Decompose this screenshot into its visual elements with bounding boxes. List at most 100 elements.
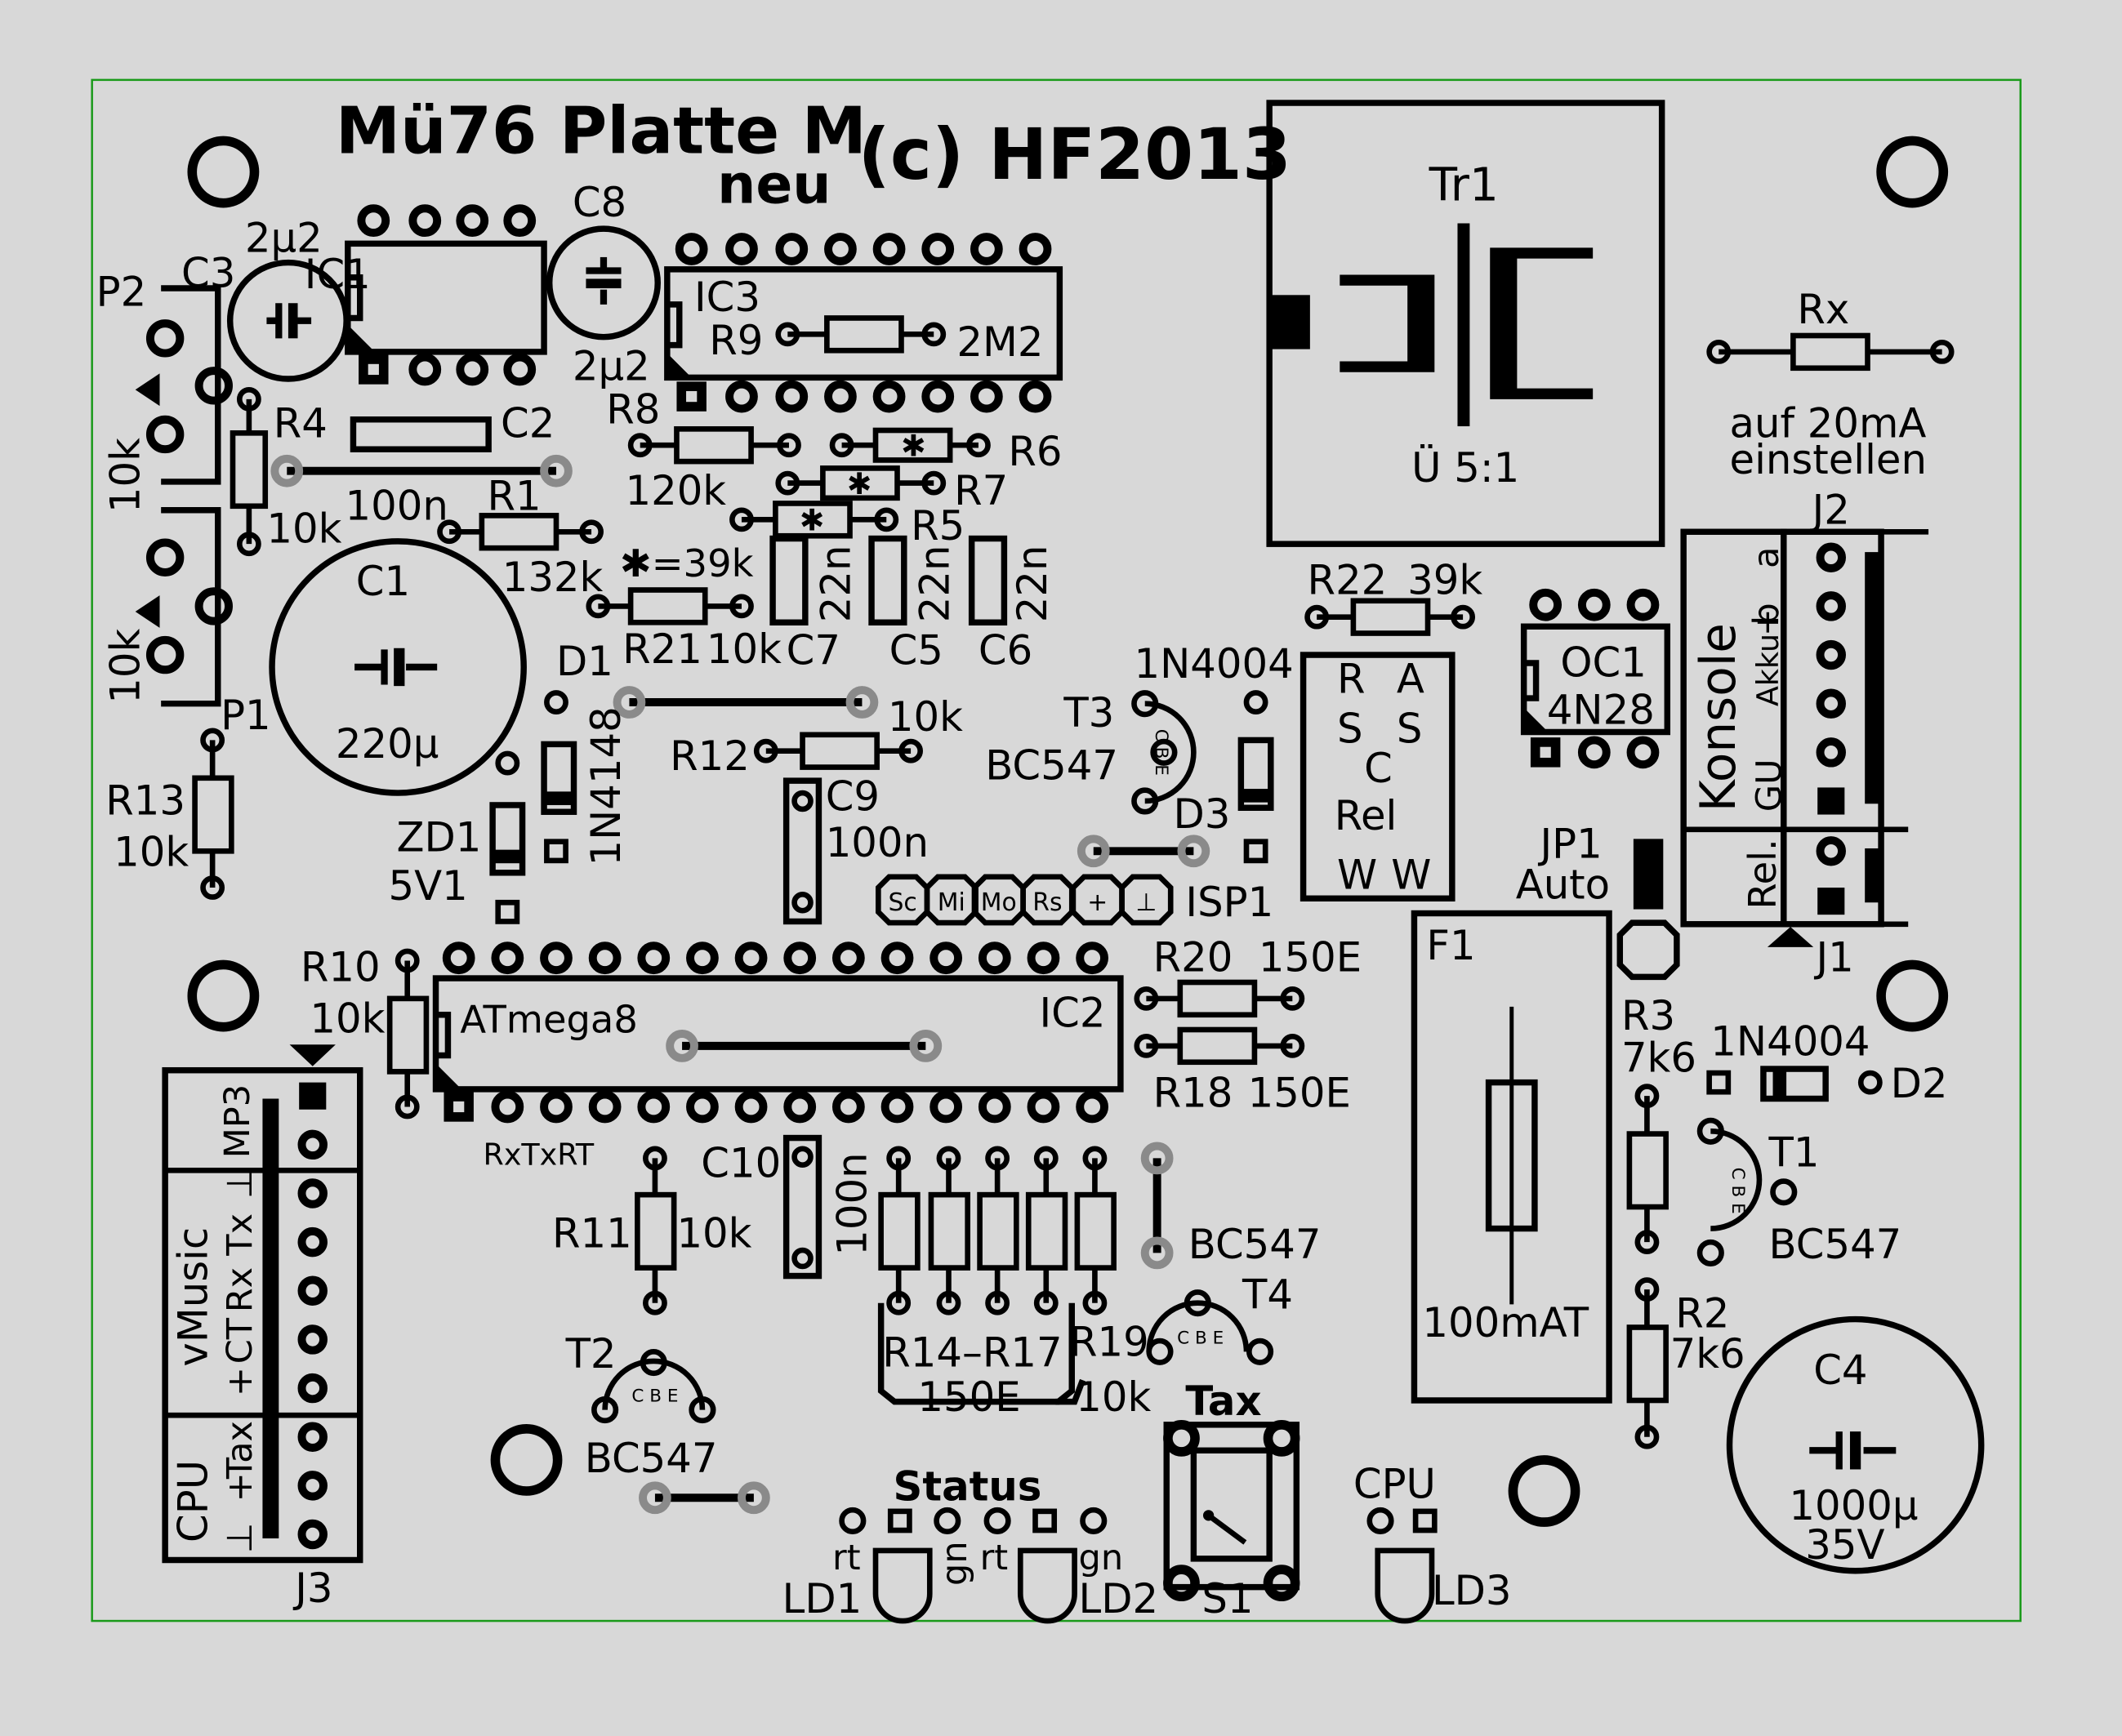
silk-label: 22n: [813, 545, 860, 623]
silk-label: LD2: [1079, 1575, 1159, 1622]
silk-label: C7: [787, 627, 840, 674]
connector-j3: [162, 1044, 363, 1564]
silk-label: +: [1749, 609, 1786, 636]
silk-label: P1: [221, 692, 271, 739]
t3-pins: C B E: [1151, 729, 1171, 776]
silk-label: 100mAT: [1422, 1299, 1589, 1347]
silk-label: IC2: [1039, 990, 1105, 1037]
silk-label: 2μ2: [573, 343, 650, 390]
silk-label: R22: [1308, 556, 1388, 603]
silk-label: 220μ: [336, 720, 439, 768]
silk-label: 120k: [625, 467, 726, 514]
silk-label: C: [1364, 745, 1393, 792]
silk-label: R: [1337, 655, 1366, 702]
silk-label: GU: [1749, 759, 1790, 812]
electrolytic-capacitors: [226, 225, 1985, 1574]
resistor-marks: ✱✱✱: [800, 428, 926, 537]
silk-label: BC547: [985, 741, 1118, 789]
silk-label: 39k: [1407, 556, 1482, 603]
silk-label: 2M2: [956, 318, 1043, 366]
board-subtitle: neu: [717, 153, 831, 216]
silk-label: 10k: [888, 693, 963, 741]
silk-label: ZD1: [396, 813, 481, 861]
isp-pin: [876, 874, 930, 926]
silk-label: CPU: [1353, 1460, 1436, 1507]
silk-label: J2: [1810, 486, 1850, 533]
silk-label: CT: [220, 1317, 261, 1364]
silk-label: R20: [1153, 934, 1233, 982]
film-capacitors: [350, 416, 1008, 1280]
silk-label: 10k: [676, 1210, 751, 1257]
silk-label: C6: [979, 627, 1032, 674]
silk-label: IC1: [305, 251, 371, 298]
silk-label: BC547: [1769, 1221, 1902, 1268]
silk-label: R4: [274, 399, 328, 447]
silk-label: R8: [606, 386, 660, 434]
mounting-hole: [187, 959, 260, 1032]
silk-label: 100n: [345, 482, 448, 529]
isp-pin-label: Mo: [981, 888, 1017, 917]
silk-label: T3: [1063, 689, 1114, 737]
silk-label: P2: [96, 269, 147, 316]
silk-label: 10k: [310, 995, 385, 1042]
silk-label: J1: [1814, 934, 1854, 982]
silk-label: JP1: [1538, 821, 1603, 868]
ic1-dip8: [345, 204, 547, 386]
silk-label: einstellen: [1730, 436, 1927, 483]
silk-label: R14–R17: [882, 1329, 1062, 1377]
silk-label: C8: [573, 179, 626, 226]
silk-label: 7k6: [1621, 1034, 1696, 1081]
silk-label: T2: [565, 1330, 617, 1378]
silk-label: Tax: [1185, 1378, 1261, 1425]
silk-label: 5V1: [389, 862, 468, 910]
silk-label: 2μ2: [245, 214, 323, 261]
wire-bridges: [270, 454, 1210, 1515]
t2-pins: C B E: [631, 1387, 678, 1407]
silk-label: Tax: [220, 1421, 261, 1480]
silk-label: T4: [1242, 1271, 1293, 1318]
silk-label: Auto: [1516, 861, 1610, 908]
board-copyright: (c) HF2013: [858, 114, 1291, 196]
silk-label: +: [220, 1367, 261, 1396]
silk-label: R10: [301, 943, 381, 990]
silk-label: vMusic: [170, 1227, 217, 1367]
silk-label: J3: [292, 1565, 332, 1612]
silk-label: Tr1: [1429, 158, 1499, 211]
jumper-jp1: [1616, 839, 1680, 981]
mounting-hole: [490, 1423, 563, 1496]
silk-label: Rx: [220, 1267, 261, 1312]
potentiometers: [135, 285, 233, 707]
silk-label: 10k: [707, 625, 782, 673]
silk-label: ✱=39k: [620, 541, 754, 585]
mounting-holes: [187, 136, 1949, 1527]
silk-label: 4N28: [1547, 687, 1655, 734]
silk-label: 10k: [266, 505, 341, 553]
silk-label: 150E: [1248, 1069, 1351, 1116]
transistor-pin-labels: C B E C B E C B E C B E: [631, 729, 1747, 1407]
silk-label: 100n: [826, 819, 929, 866]
connector-j2-j1: [1680, 528, 1929, 947]
silk-label: R7: [954, 467, 1008, 514]
silk-label: LD1: [782, 1575, 863, 1622]
isp-pin: [924, 874, 979, 926]
silk-label: 1N4004: [1710, 1017, 1870, 1065]
silk-label: S: [1337, 706, 1363, 753]
silk-label: Tx: [220, 1213, 261, 1257]
isp-pin-label: +: [1087, 888, 1108, 917]
silk-label: C1: [356, 558, 410, 605]
silk-label: R11: [552, 1210, 632, 1257]
r19-bracket: [1055, 1378, 1086, 1405]
fuse-f1: [1411, 910, 1612, 1404]
silk-label: 10k: [102, 438, 149, 513]
silk-label: R21: [622, 625, 702, 673]
silk-label: R1: [487, 473, 541, 520]
silk-label: R18: [1153, 1069, 1233, 1116]
transformer-tr1: [1266, 100, 1665, 547]
silk-label: F1: [1426, 922, 1475, 969]
isp-pin-label: Sc: [888, 888, 916, 917]
